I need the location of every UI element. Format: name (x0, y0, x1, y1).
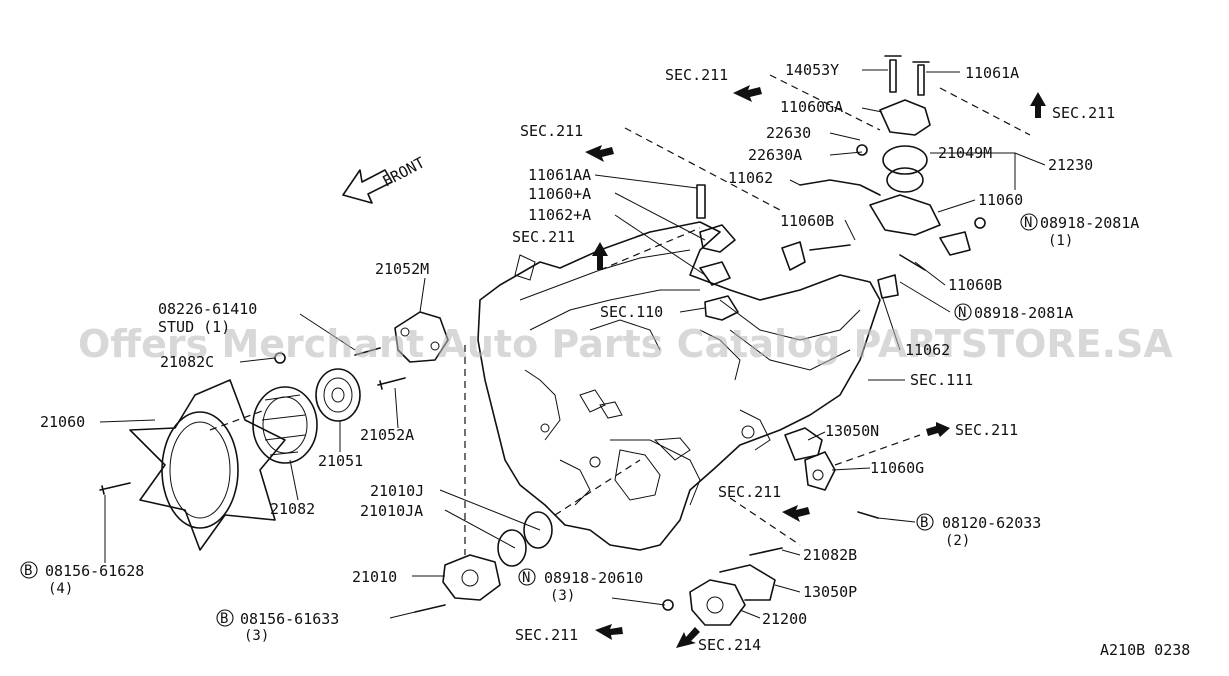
water-inlet (414, 547, 783, 626)
part-21082B[interactable]: 21082B (803, 546, 857, 564)
part-11060GA[interactable]: 11060GA (780, 98, 843, 116)
sec-ref-bottom-left[interactable]: SEC.211 (515, 626, 578, 644)
callout-qty: (1) (1048, 233, 1073, 249)
callout-qty: (2) (945, 533, 970, 549)
callout-number: 08120-62033 (942, 514, 1041, 532)
callout-number: 08918-2081A (974, 304, 1073, 322)
front-arrow-icon (342, 169, 393, 204)
callout-qty: (3) (244, 628, 269, 644)
sec-ref-top-center[interactable]: SEC.211 (665, 66, 728, 84)
part-11060-plus-A[interactable]: 11060+A (528, 185, 591, 203)
fan-clutch (252, 386, 318, 464)
callout-symbol: B (920, 515, 928, 531)
part-11060B-left[interactable]: 11060B (780, 212, 834, 230)
part-22630[interactable]: 22630 (766, 124, 811, 142)
callout-symbol: N (1024, 215, 1032, 231)
part-11062-right[interactable]: 11062 (905, 341, 950, 359)
callout-qty: (3) (550, 588, 575, 604)
part-11062-plus-A[interactable]: 11062+A (528, 206, 591, 224)
part-21010JA[interactable]: 21010JA (360, 502, 423, 520)
part-21052M[interactable]: 21052M (375, 260, 429, 278)
part-11062[interactable]: 11062 (728, 169, 773, 187)
sec-ref-right-mid[interactable]: SEC.211 (955, 421, 1018, 439)
callout-number: 08156-61628 (45, 562, 144, 580)
part-21010[interactable]: 21010 (352, 568, 397, 586)
part-11060B-right[interactable]: 11060B (948, 276, 1002, 294)
callout-number: 08918-20610 (544, 569, 643, 587)
sec-ref-top-right[interactable]: SEC.211 (1052, 104, 1115, 122)
callout-symbol: B (24, 563, 32, 579)
sec-ref-214[interactable]: SEC.214 (698, 636, 761, 654)
callout-n-08918-20610[interactable]: N 08918-20610 (3) (518, 568, 643, 604)
part-11061A[interactable]: 11061A (965, 64, 1019, 82)
sec-ref-lower-mid[interactable]: SEC.211 (718, 483, 781, 501)
part-11060G[interactable]: 11060G (870, 459, 924, 477)
sec-arrows (342, 85, 1046, 648)
part-21082C[interactable]: 21082C (160, 353, 214, 371)
cooling-fan (129, 379, 286, 551)
thermostat-housing-left (696, 184, 739, 321)
sec-ref-upper-left[interactable]: SEC.211 (520, 122, 583, 140)
part-21049M[interactable]: 21049M (938, 144, 992, 162)
callout-symbol: B (220, 611, 228, 627)
part-21051[interactable]: 21051 (318, 452, 363, 470)
callout-b-08120-62033[interactable]: B 08120-62033 (2) (916, 513, 1041, 549)
leader-lines (99, 69, 1046, 619)
part-22630A[interactable]: 22630A (748, 146, 802, 164)
part-21082[interactable]: 21082 (270, 500, 315, 518)
part-14053Y[interactable]: 14053Y (785, 61, 839, 79)
sec-ref-111[interactable]: SEC.111 (910, 371, 973, 389)
callout-b-08156-61633[interactable]: B 08156-61633 (3) (216, 609, 339, 644)
part-13050P[interactable]: 13050P (803, 583, 857, 601)
sec-ref-mid-left[interactable]: SEC.211 (512, 228, 575, 246)
diagram-code: A210B 0238 (1100, 641, 1190, 659)
part-21060[interactable]: 21060 (40, 413, 85, 431)
part-11061AA[interactable]: 11061AA (528, 166, 591, 184)
callout-symbol: N (522, 570, 530, 586)
engine-block (477, 221, 881, 551)
part-21010J[interactable]: 21010J (370, 482, 424, 500)
water-outlet-right (784, 427, 879, 519)
part-11060[interactable]: 11060 (978, 191, 1023, 209)
part-21200[interactable]: 21200 (762, 610, 807, 628)
fan-bracket (394, 311, 449, 363)
water-pump-pulley (315, 368, 361, 422)
part-21230[interactable]: 21230 (1048, 156, 1093, 174)
part-21052A[interactable]: 21052A (360, 426, 414, 444)
callout-number: 08918-2081A (1040, 214, 1139, 232)
part-13050N[interactable]: 13050N (825, 422, 879, 440)
watermark: Offers Merchant Auto Parts Catalog PARTS… (78, 322, 1173, 366)
callout-number: 08156-61633 (240, 610, 339, 628)
callout-symbol: N (958, 305, 966, 321)
callout-qty: (4) (48, 581, 73, 597)
front-label: FRONT (379, 153, 427, 190)
callout-n-08918-2081A-2[interactable]: N 08918-2081A (954, 303, 1073, 322)
part-stud: STUD (1) (158, 318, 230, 336)
reference-lines (209, 74, 1031, 555)
water-outlet-top (781, 55, 986, 299)
water-pump (442, 511, 553, 601)
sec-ref-110[interactable]: SEC.110 (600, 303, 663, 321)
part-08226-61410[interactable]: 08226-61410 (158, 300, 257, 318)
callout-n-08918-2081A-1[interactable]: N 08918-2081A (1) (1020, 213, 1139, 249)
callout-b-08156-61628[interactable]: B 08156-61628 (4) (20, 561, 144, 597)
